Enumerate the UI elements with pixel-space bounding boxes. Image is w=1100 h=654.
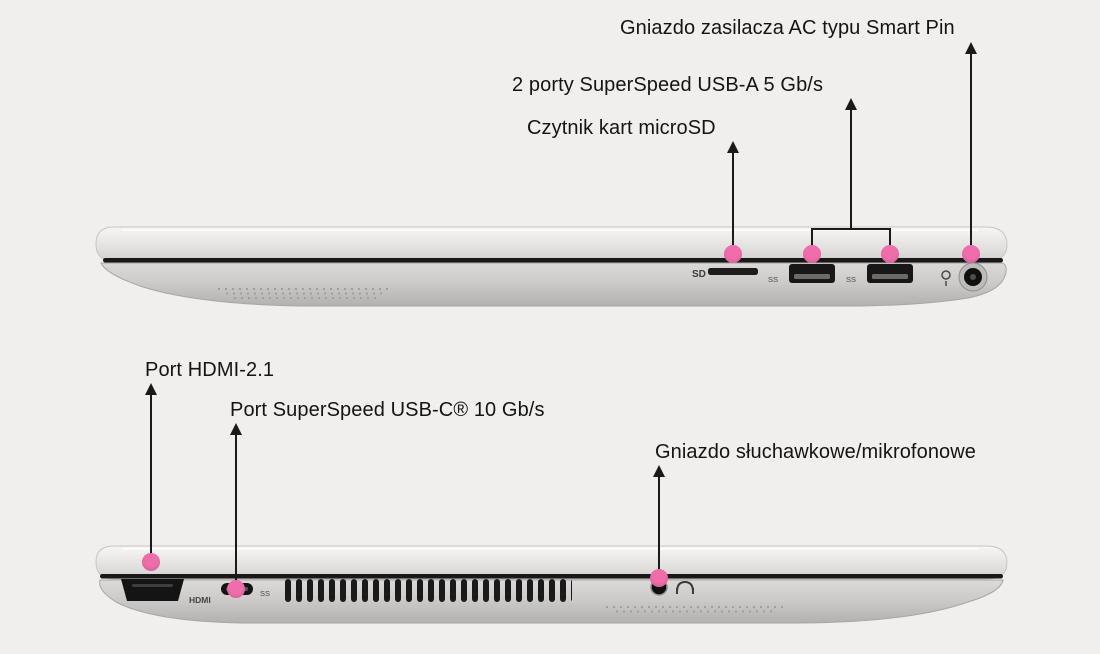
power-plug-icon (941, 270, 951, 286)
lid-base-seam (100, 574, 1003, 579)
usb-ss-icon: SS (846, 275, 856, 284)
usb-a-callout-bracket (811, 228, 891, 230)
usb-a-port-1-dot (803, 245, 821, 263)
usb-ss-icon: SS (260, 589, 270, 598)
usb-c-port-dot (227, 580, 245, 598)
microsd-slot-dot (724, 245, 742, 263)
hdmi-callout-line (150, 393, 152, 554)
hdmi-port-dot (142, 553, 160, 571)
ac-power-arrowhead-icon (965, 42, 977, 54)
laptop-lid (95, 545, 1008, 580)
callout-label-headphone: Gniazdo słuchawkowe/mikrofonowe (655, 441, 977, 463)
microsd-callout-line (732, 151, 734, 246)
headphone-arrowhead-icon (653, 465, 665, 477)
microsd-arrowhead-icon (727, 141, 739, 153)
usb-ss-icon: SS (768, 275, 778, 284)
laptop-base (100, 262, 1007, 307)
usb-a-callout-branch-1 (811, 228, 813, 247)
laptop-lid (95, 226, 1008, 262)
callout-label-hdmi: Port HDMI-2.1 (145, 359, 275, 381)
usb-a-port-1 (789, 264, 835, 283)
headphone-callout-line (658, 475, 660, 570)
laptop-right-side-view: SD SS SS (95, 226, 1008, 307)
lid-base-seam (103, 258, 1003, 263)
underside-speckle-vents (606, 606, 784, 613)
usb-a-port-2 (867, 264, 913, 283)
hdmi-arrowhead-icon (145, 383, 157, 395)
usb-a-callout-branch-2 (889, 228, 891, 247)
hdmi-port (121, 579, 184, 601)
callout-label-ac-power: Gniazdo zasilacza AC typu Smart Pin (620, 17, 955, 39)
callout-label-usb-a: 2 porty SuperSpeed USB-A 5 Gb/s (512, 74, 824, 96)
usb-a-arrowhead-icon (845, 98, 857, 110)
sd-marking: SD (692, 269, 706, 280)
vent-slits (285, 579, 572, 602)
headphone-icon (676, 580, 694, 594)
usb-a-port-2-dot (881, 245, 899, 263)
usb-c-callout-line (235, 433, 237, 581)
callout-label-usb-c: Port SuperSpeed USB-C® 10 Gb/s (230, 399, 545, 421)
underside-speckle-vents (218, 288, 392, 299)
ac-power-port-dot (962, 245, 980, 263)
laptop-left-side-view: HDMI SS (95, 545, 1008, 624)
headphone-jack-dot (650, 569, 668, 587)
usb-a-callout-line (850, 108, 852, 229)
hdmi-marking: HDMI (189, 595, 211, 605)
microsd-card-slot (708, 268, 758, 275)
callout-label-microsd: Czytnik kart microSD (527, 117, 716, 139)
usb-c-arrowhead-icon (230, 423, 242, 435)
ac-power-jack (958, 262, 988, 292)
ac-power-callout-line (970, 52, 972, 246)
